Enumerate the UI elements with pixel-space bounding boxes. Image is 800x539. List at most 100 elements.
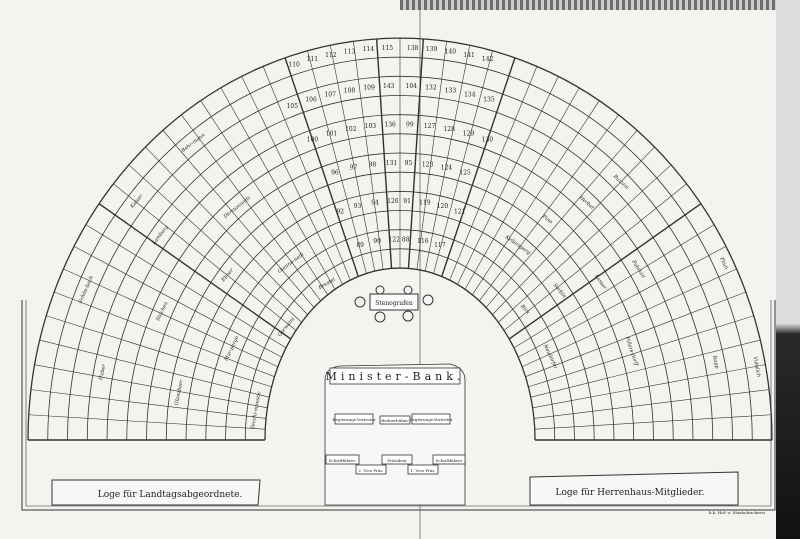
seat-number: 101 [326,131,337,138]
seat-number: 90 [373,238,381,245]
seat-number: 140 [445,48,457,55]
member-name: Rapp [711,354,720,370]
member-name: Vidulich [752,356,762,378]
seat-number: 142 [482,56,494,63]
seat-number: 103 [365,123,377,130]
seat-number: 124 [441,165,453,172]
speaker-desk-label: Rednerbühne [381,418,409,423]
seat-number: 128 [443,126,455,133]
member-name: Ebner [220,267,236,284]
gov-rep-left-label: Regierungs-Vertreter [333,417,376,422]
seat-number: 117 [434,242,446,249]
aisle-line [98,203,292,340]
member-name: Kaiser [129,193,145,211]
member-name: Lasser [593,273,608,292]
seat-number: 100 [307,137,319,144]
seat-divider [472,100,600,295]
box-right-label: Loge für Herrenhaus-Mitglieder. [556,488,705,498]
seat-divider [525,291,746,377]
seat-divider [457,76,559,285]
secretary-left-label: Schriftführer [329,458,356,463]
seat-number: 93 [354,203,362,210]
seat-divider [63,268,278,368]
member-name: Gianno-nelli [277,252,306,275]
seat-number: 99 [406,121,414,128]
president-label: Präsident [387,458,407,463]
stenographers-table: Stenografen [354,285,434,323]
seat-divider [241,76,343,285]
seat-divider [528,315,754,388]
seat-number: 143 [383,83,395,90]
seat-divider [30,389,267,419]
seat-divider [162,130,315,308]
member-name: Glanzbeer [174,379,185,406]
member-name: Pillers-dorff [623,335,639,368]
seat-number: 112 [325,52,337,59]
member-name: Huber [98,363,108,382]
seat-number: 138 [407,45,419,52]
seat-divider [145,146,308,315]
seat-number: 110 [288,62,300,69]
seat-number: 104 [406,83,418,90]
box-right: Loge für Herrenhaus-Mitglieder. [529,471,739,506]
seat-number: 108 [344,87,356,94]
seat-number: 127 [424,123,436,130]
seat-number: 116 [417,238,429,245]
gov-rep-right-label: Regierungs-Vertreter [410,417,453,422]
seat-divider [513,224,715,349]
seat-divider [46,315,272,388]
scan-edge-strip [400,0,800,10]
seat-number: 123 [422,161,434,168]
seat-number: 119 [419,200,431,207]
secretary-right-label: Schriftführer [436,458,463,463]
member-name: Demuzcontti [222,195,252,220]
aisle-line [284,57,359,277]
seat-number: 97 [350,165,358,172]
seat-divider [492,146,655,315]
seat-number: 111 [307,56,318,63]
aisle-line [375,38,393,269]
seat-divider [522,268,737,368]
seat-divider [39,339,270,398]
aisle-line [407,38,425,269]
seat-divider [128,164,302,323]
seat-number: 105 [287,103,299,110]
seat-number: 125 [459,170,471,177]
seat-number: 122 [389,236,401,243]
seat-divider [220,87,336,290]
seat-divider [353,41,384,270]
seat-dividers [28,38,772,441]
seat-number: 129 [463,131,475,138]
box-left-label: Loge für Landtagsabgeordnete. [98,490,243,500]
vice-president-2-label: 2. Vice Präs. [358,468,383,473]
seat-number: 115 [382,45,394,52]
seat-divider [464,87,580,290]
seat-number: 141 [463,52,474,59]
seat-number: 120 [437,203,449,210]
stenographers-label: Stenografen [375,300,413,307]
seat-number: 130 [482,137,494,144]
aisle-line [441,57,516,277]
seat-divider [307,50,367,274]
seat-divider [54,291,275,377]
seat-number: 107 [324,91,336,98]
seat-divider [73,246,282,358]
member-name: Fino [540,213,553,225]
seat-divider [433,50,493,274]
seat-number: 109 [363,85,375,92]
seat-divider [533,389,770,419]
minister-bench-label: Minister-Bank. [326,370,465,383]
seat-divider [479,114,619,302]
seat-divider [503,183,687,331]
seat-number: 106 [305,97,317,104]
box-left: Loge für Landtagsabgeordnete. [51,479,261,506]
printer-credit: k.k. Hof- u. Staatsdruckerei [709,510,766,515]
seat-number: 96 [331,170,339,177]
seat-divider [181,114,321,302]
seat-divider [425,45,471,272]
seat-divider [518,246,727,358]
seat-number: 92 [336,208,344,215]
seat-number: 94 [371,200,379,207]
